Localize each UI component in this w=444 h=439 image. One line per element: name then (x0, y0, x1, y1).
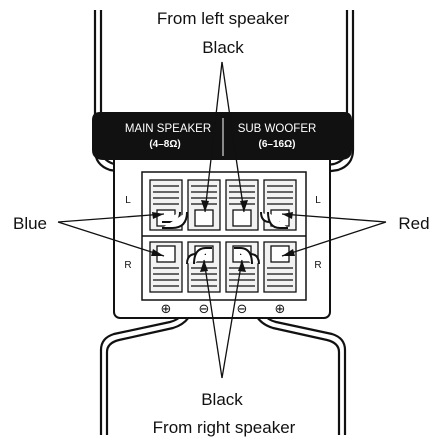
callout-arrowheads (151, 200, 295, 272)
sub-woofer-title: SUB WOOFER (238, 123, 317, 135)
label-red: Red (398, 214, 429, 233)
label-from-right-speaker: From right speaker (153, 418, 296, 437)
main-speaker-impedance: (4–8Ω) (149, 139, 180, 150)
wire-tips (162, 211, 288, 265)
callout-lines (57, 61, 387, 379)
channel-label-top-right: L (315, 195, 321, 206)
channel-label-bottom-right: R (314, 260, 321, 271)
polarity-3: ⊖ (237, 302, 248, 317)
label-from-left-speaker: From left speaker (157, 9, 290, 28)
polarity-markers: ⊕ ⊖ ⊖ ⊕ (161, 302, 286, 317)
polarity-4: ⊕ (275, 302, 286, 317)
polarity-2: ⊖ (199, 302, 210, 317)
terminal-r-1 (149, 241, 183, 293)
label-black-top: Black (202, 38, 244, 57)
terminal-row-left-channel (149, 179, 297, 231)
polarity-1: ⊕ (161, 302, 172, 317)
channel-label-top-left: L (125, 195, 131, 206)
panel-header-plate (92, 112, 352, 160)
terminal-r-4 (263, 241, 297, 293)
terminal-panel-body (113, 139, 331, 319)
channel-label-bottom-left: R (124, 260, 131, 271)
main-speaker-title: MAIN SPEAKER (125, 123, 211, 135)
label-black-bottom: Black (201, 390, 243, 409)
label-blue: Blue (13, 214, 47, 233)
sub-woofer-impedance: (6–16Ω) (259, 139, 296, 150)
